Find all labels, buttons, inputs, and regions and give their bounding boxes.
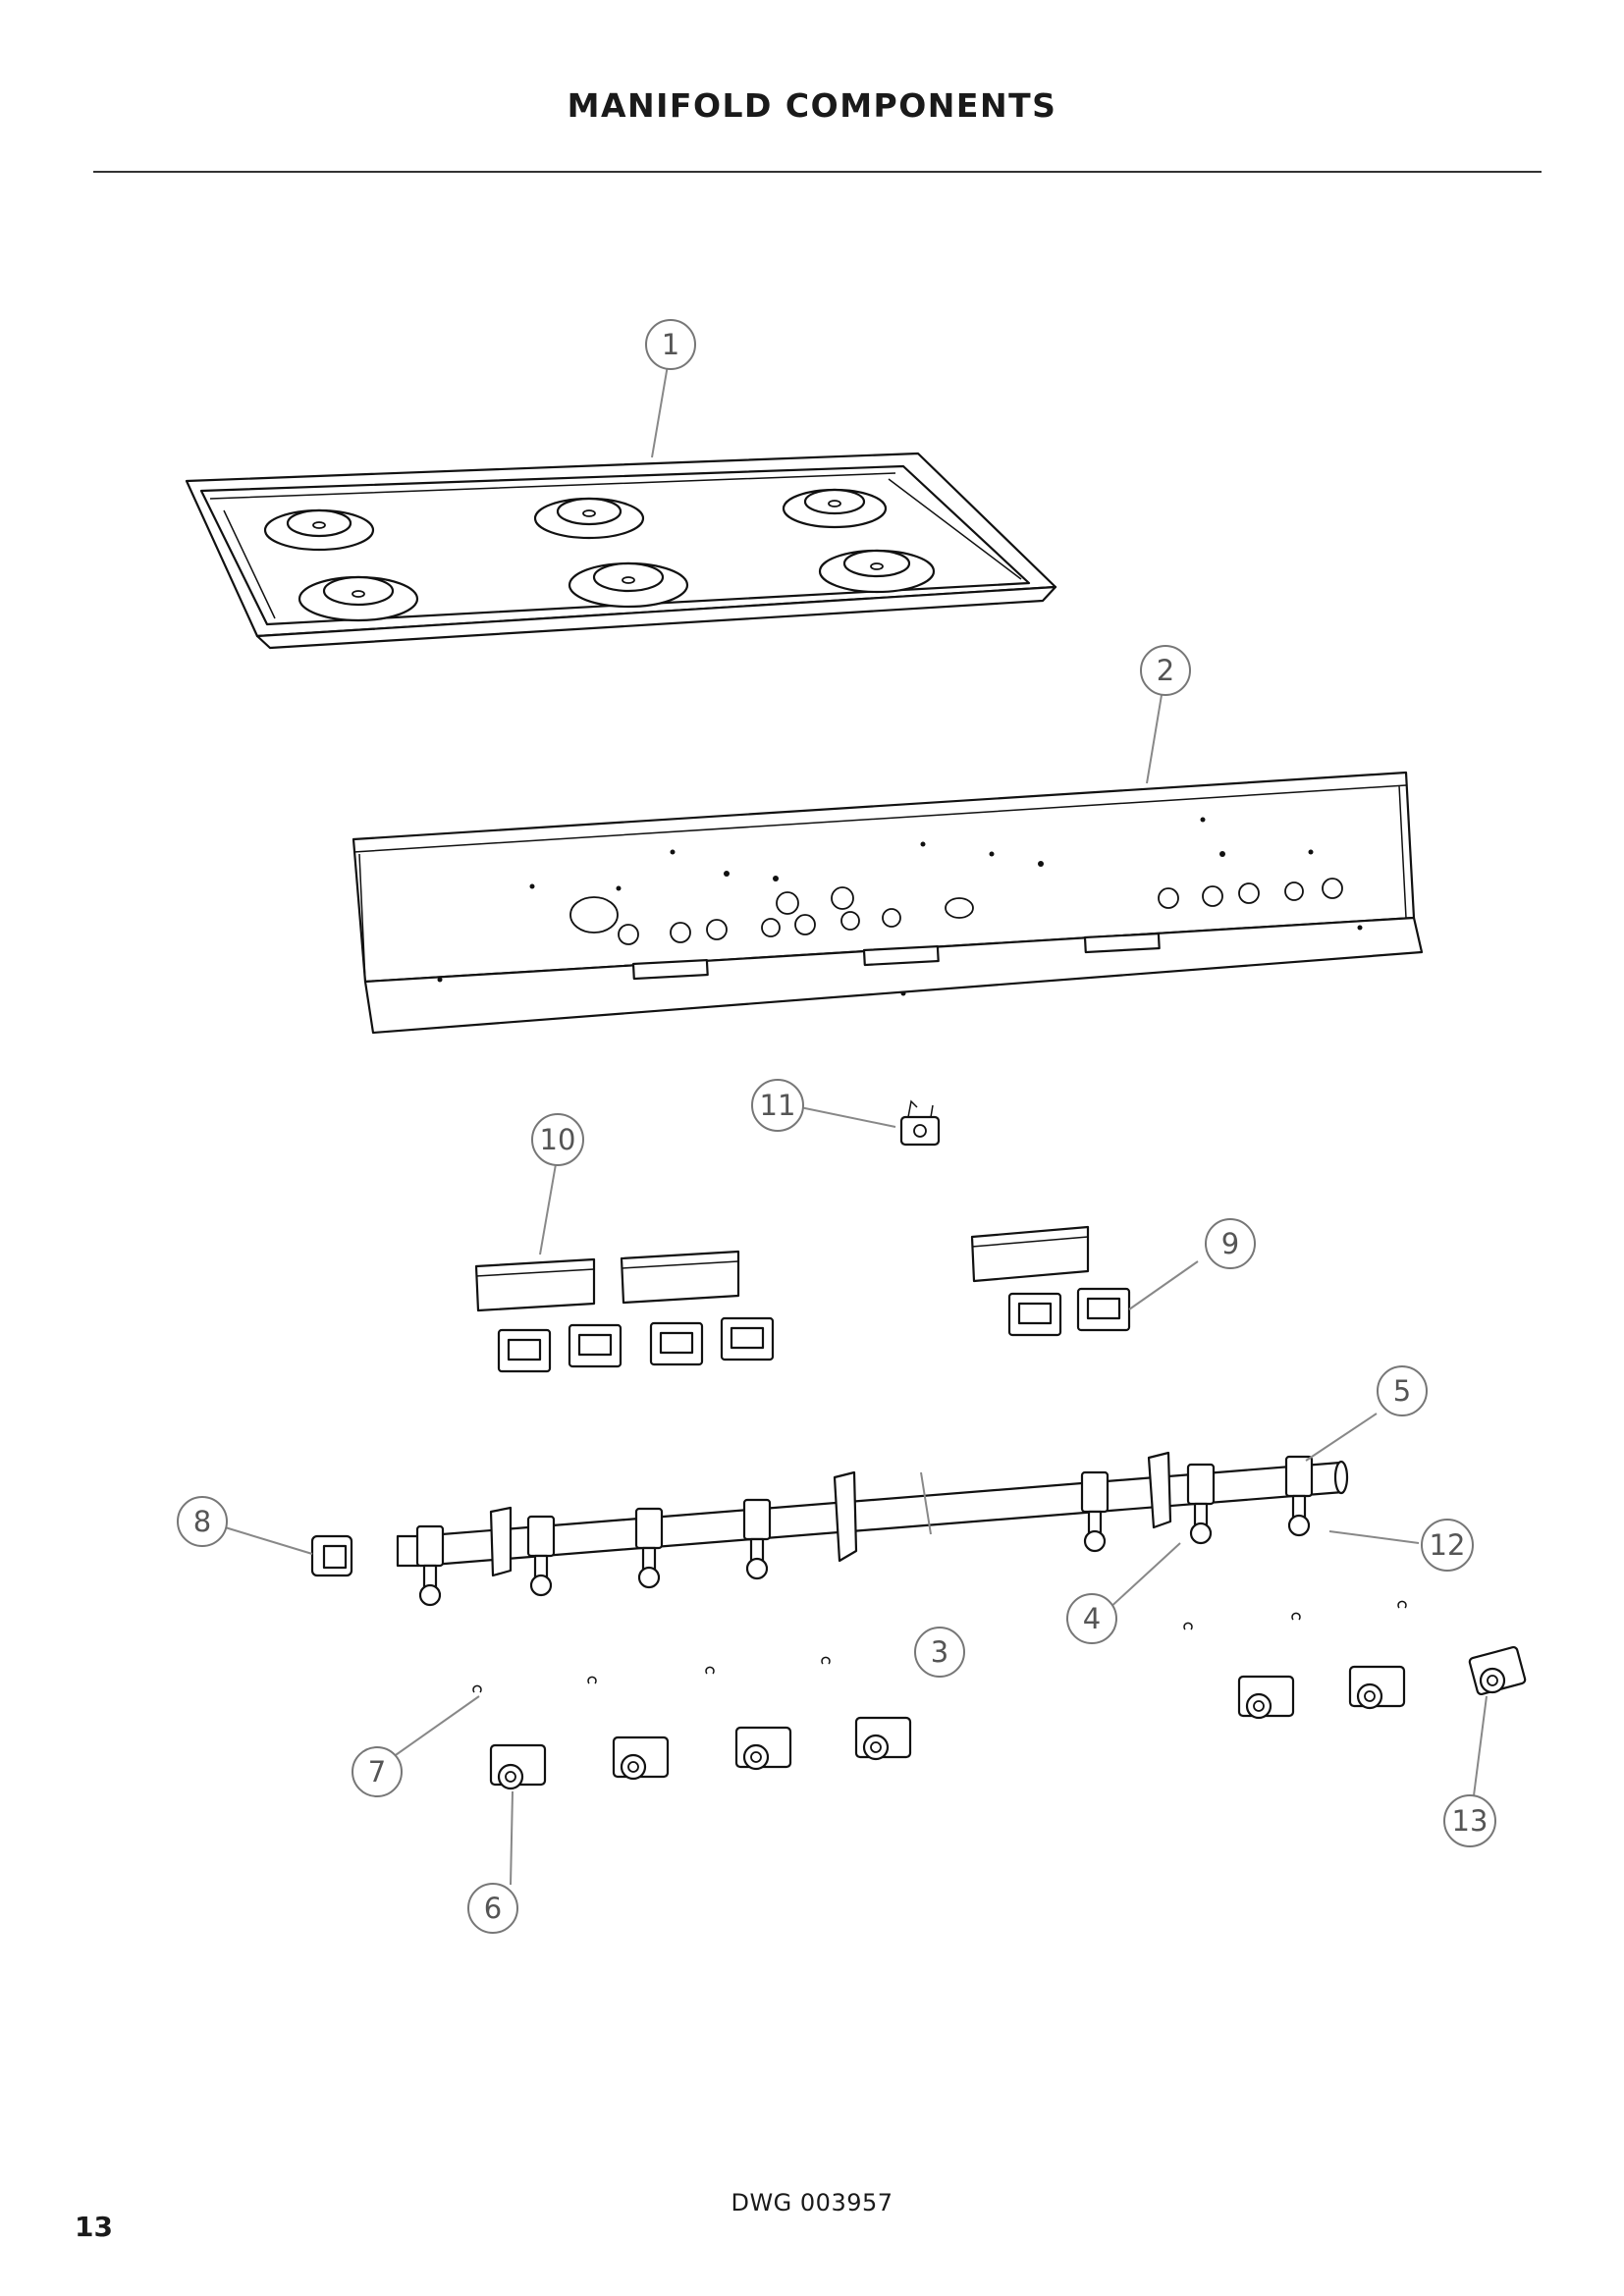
svg-text:8: 8 bbox=[193, 1505, 211, 1538]
part-valves bbox=[415, 1455, 1314, 1607]
callout-11: 11 bbox=[751, 1079, 804, 1132]
title-divider bbox=[93, 171, 1542, 173]
callout-7: 7 bbox=[352, 1746, 403, 1797]
svg-text:10: 10 bbox=[540, 1123, 576, 1156]
callout-4: 4 bbox=[1066, 1593, 1117, 1644]
svg-text:12: 12 bbox=[1430, 1528, 1466, 1562]
drawing-number: DWG 003957 bbox=[731, 2189, 893, 2216]
svg-text:7: 7 bbox=[368, 1755, 386, 1789]
part-end-cap bbox=[310, 1534, 353, 1577]
page-title: MANIFOLD COMPONENTS bbox=[567, 86, 1057, 125]
callout-5: 5 bbox=[1377, 1365, 1428, 1416]
svg-text:11: 11 bbox=[760, 1089, 796, 1122]
callout-8: 8 bbox=[177, 1496, 228, 1547]
callout-3: 3 bbox=[914, 1627, 965, 1678]
callout-1: 1 bbox=[645, 319, 696, 370]
part-bracket-group-9 bbox=[970, 1225, 1131, 1337]
svg-text:6: 6 bbox=[484, 1892, 502, 1925]
part-manifold-panel bbox=[352, 771, 1424, 1035]
svg-text:5: 5 bbox=[1393, 1374, 1411, 1408]
part-thermocouple-brackets bbox=[489, 1645, 1527, 1790]
callout-12: 12 bbox=[1421, 1519, 1474, 1572]
callout-9: 9 bbox=[1205, 1218, 1256, 1269]
svg-text:3: 3 bbox=[931, 1635, 948, 1669]
callout-6: 6 bbox=[467, 1883, 518, 1934]
callout-2: 2 bbox=[1140, 645, 1191, 696]
svg-text:13: 13 bbox=[1452, 1804, 1489, 1838]
part-clips bbox=[472, 1600, 1407, 1693]
page-number: 13 bbox=[75, 2211, 113, 2243]
svg-text:1: 1 bbox=[662, 328, 679, 361]
callout-10: 10 bbox=[531, 1113, 584, 1166]
svg-text:9: 9 bbox=[1221, 1227, 1239, 1260]
part-bracket-group-10 bbox=[474, 1250, 775, 1373]
callout-13: 13 bbox=[1443, 1794, 1496, 1847]
leader-lines bbox=[221, 364, 1488, 1886]
svg-text:2: 2 bbox=[1157, 654, 1174, 687]
part-spill-tray bbox=[185, 452, 1057, 650]
part-switch-11 bbox=[899, 1099, 941, 1147]
svg-text:4: 4 bbox=[1083, 1602, 1101, 1635]
